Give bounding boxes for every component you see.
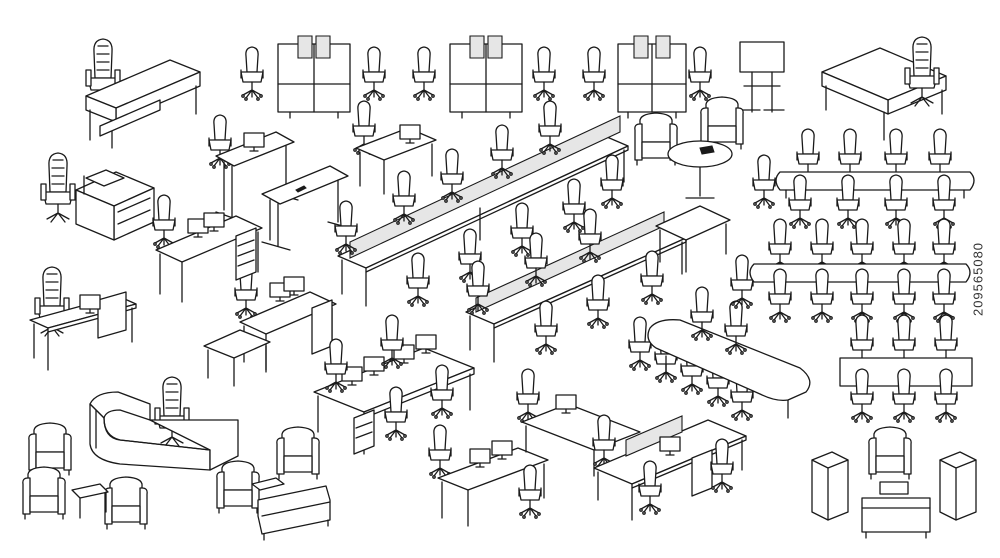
conference-table-middle [730,218,970,323]
lounge-set-left [22,422,148,530]
boat-conference-table [628,286,810,421]
stock-id-watermark: 209565080 [970,241,986,317]
executive-desk-with-drawers [40,152,154,240]
executive-desk-left [85,38,200,148]
small-meeting-table [656,206,730,272]
cubicle-pod-1 [240,36,386,118]
lounge-set-center [216,426,330,540]
standing-desk-1 [208,114,298,222]
desk-with-monitor-center [352,100,436,194]
executive-desk-right [822,36,946,140]
round-meeting-table [634,96,744,198]
presentation-board [740,42,784,112]
conference-table-bottom [840,314,972,423]
standing-desk-2 [262,166,350,250]
desk-pair-bottom [428,424,548,526]
benching-row-lower [466,208,686,362]
l-shaped-workstation [516,368,746,520]
cubicle-pod-3 [582,36,712,118]
lounge-set-right [812,426,976,538]
desk-cluster-four [314,314,474,454]
side-table [204,330,270,386]
desk-pair-with-pedestal [152,194,336,370]
cubicle-pod-2 [412,36,556,118]
benching-row-upper [334,100,628,307]
conference-table-top [752,128,974,229]
desk-with-monitor-left [30,266,136,370]
reception-desk [90,376,238,470]
